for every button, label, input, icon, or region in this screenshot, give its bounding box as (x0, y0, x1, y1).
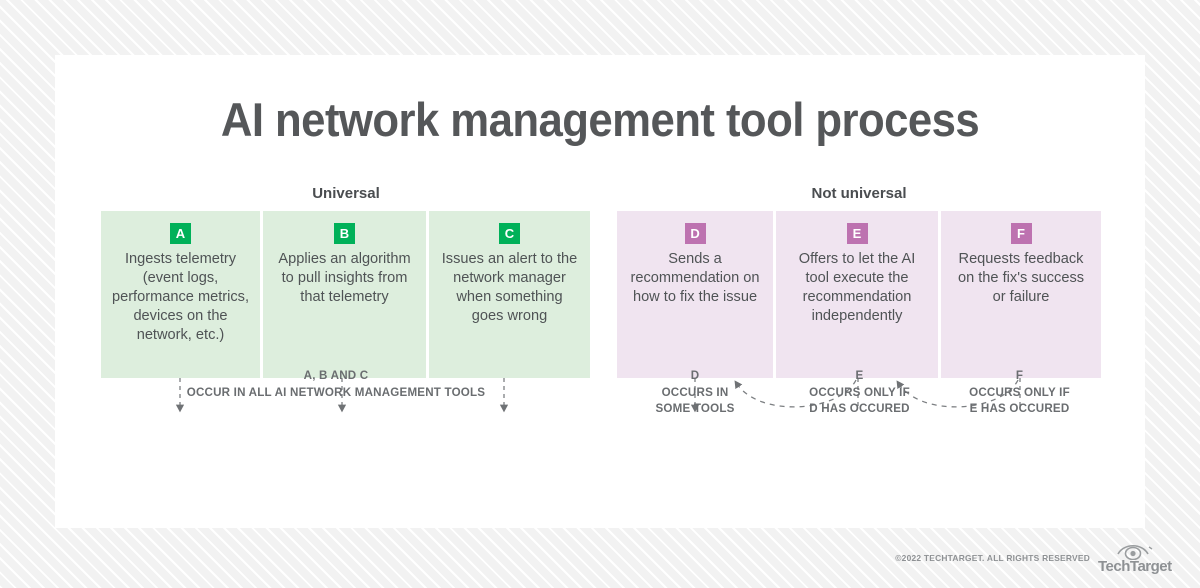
step-badge-d: D (684, 223, 706, 244)
step-text-a: Ingests telemetry (event logs, performan… (111, 251, 250, 343)
step-card-c: C Issues an alert to the network manager… (429, 211, 590, 378)
step-badge-c: C (499, 223, 520, 244)
step-badge-e: E (846, 223, 868, 244)
step-card-e: E Offers to let the AI tool execute the … (776, 211, 939, 378)
step-card-a: A Ingests telemetry (event logs, perform… (101, 211, 260, 378)
step-badge-f: F (1010, 223, 1032, 244)
step-text-e: Offers to let the AI tool execute the re… (798, 251, 916, 324)
group-label-not-universal: Not universal (811, 185, 907, 202)
infographic-card: AI network management tool process Unive… (55, 55, 1145, 528)
step-card-b: B Applies an algorithm to pull insights … (263, 211, 426, 378)
step-text-d: Sends a recommendation on how to fix the… (630, 251, 760, 305)
step-text-f: Requests feedback on the fix's success o… (957, 251, 1085, 305)
copyright-notice: ©2022 TECHTARGET. ALL RIGHTS RESERVED (895, 553, 1090, 563)
step-text-c: Issues an alert to the network manager w… (441, 251, 578, 324)
logo-wordmark: TechTarget (1098, 558, 1172, 575)
step-card-d: D Sends a recommendation on how to fix t… (617, 211, 774, 378)
step-badge-a: A (170, 223, 191, 244)
group-label-universal: Universal (312, 185, 380, 202)
step-text-b: Applies an algorithm to pull insights fr… (278, 251, 411, 305)
page-title: AI network management tool process (220, 93, 980, 146)
step-badge-b: B (334, 223, 355, 244)
techtarget-logo: TechTarget (1098, 540, 1174, 582)
universal-step-row: A Ingests telemetry (event logs, perform… (101, 211, 590, 378)
not-universal-step-row: D Sends a recommendation on how to fix t… (617, 211, 1102, 378)
eye-icon (1117, 544, 1153, 561)
step-card-f: F Requests feedback on the fix's success… (941, 211, 1102, 378)
